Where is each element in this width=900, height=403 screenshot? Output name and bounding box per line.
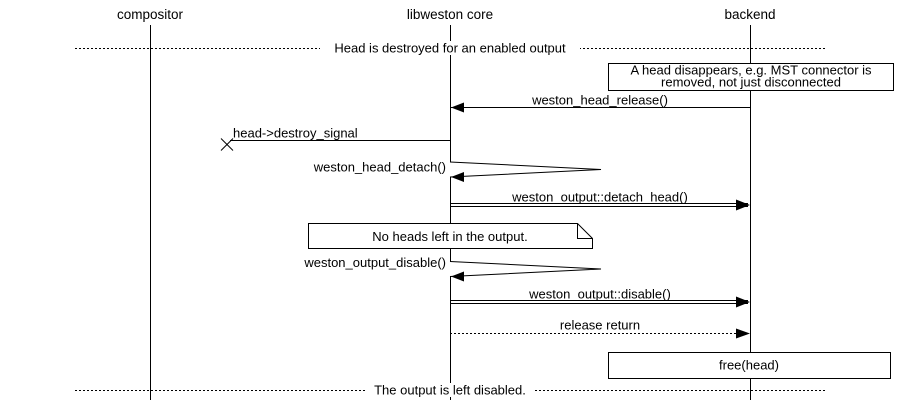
message-head-destroy-signal: head->destroy_signal — [220, 126, 450, 151]
message-label: weston_output::detach_head() — [511, 190, 688, 205]
divider-output-left-disabled: The output is left disabled. — [75, 383, 825, 398]
message-weston-head-detach: weston_head_detach() — [313, 160, 602, 182]
self-call-loop — [449, 261, 602, 277]
message-label: head->destroy_signal — [233, 126, 358, 141]
note-shape — [308, 223, 593, 249]
note-no-heads-left: No heads left in the output. — [308, 223, 593, 249]
actor-label-libweston-core: libweston core — [407, 7, 493, 22]
lost-message-x-icon — [220, 138, 234, 151]
actor-label-compositor: compositor — [117, 7, 184, 22]
message-label: weston_head_release() — [531, 93, 668, 108]
message-label: weston_output_disable() — [303, 255, 446, 270]
note-line-2: removed, not just disconnected — [661, 75, 841, 90]
arrowhead-left-icon — [451, 102, 464, 113]
divider-label-mask — [366, 383, 534, 397]
action-box-label: free(head) — [719, 358, 779, 373]
note-head-disappears: A head disappears, e.g. MST connector is… — [608, 63, 894, 91]
action-box — [608, 352, 891, 379]
message-weston-output-disable: weston_output::disable() — [450, 287, 750, 308]
note-fold-icon — [577, 223, 593, 239]
message-weston-head-release: weston_head_release() — [450, 93, 750, 113]
self-call-loop — [449, 161, 602, 178]
arrowhead-right-icon — [736, 199, 750, 211]
message-weston-output-detach-head: weston_output::detach_head() — [450, 190, 750, 211]
divider-head-destroyed: Head is destroyed for an enabled output — [75, 41, 825, 56]
divider-label: The output is left disabled. — [374, 383, 526, 398]
message-label: weston_output::disable() — [528, 287, 671, 302]
divider-label: Head is destroyed for an enabled output — [334, 41, 566, 56]
note-line-1: A head disappears, e.g. MST connector is — [630, 63, 872, 78]
message-label: release return — [560, 318, 640, 333]
arrowhead-right-icon — [736, 328, 750, 339]
arrowhead-right-icon — [736, 296, 750, 308]
message-weston-output-disable-call: weston_output_disable() — [303, 255, 602, 282]
arrowhead-left-icon — [451, 172, 464, 182]
message-label: weston_head_detach() — [313, 160, 446, 175]
message-release-return: release return — [450, 318, 750, 339]
action-box-free-head: free(head) — [608, 352, 891, 379]
arrowhead-left-icon — [451, 271, 464, 282]
note-line-1: No heads left in the output. — [372, 229, 527, 244]
divider-label-mask — [320, 41, 580, 55]
actor-label-backend: backend — [724, 7, 775, 22]
note-box — [608, 63, 894, 91]
